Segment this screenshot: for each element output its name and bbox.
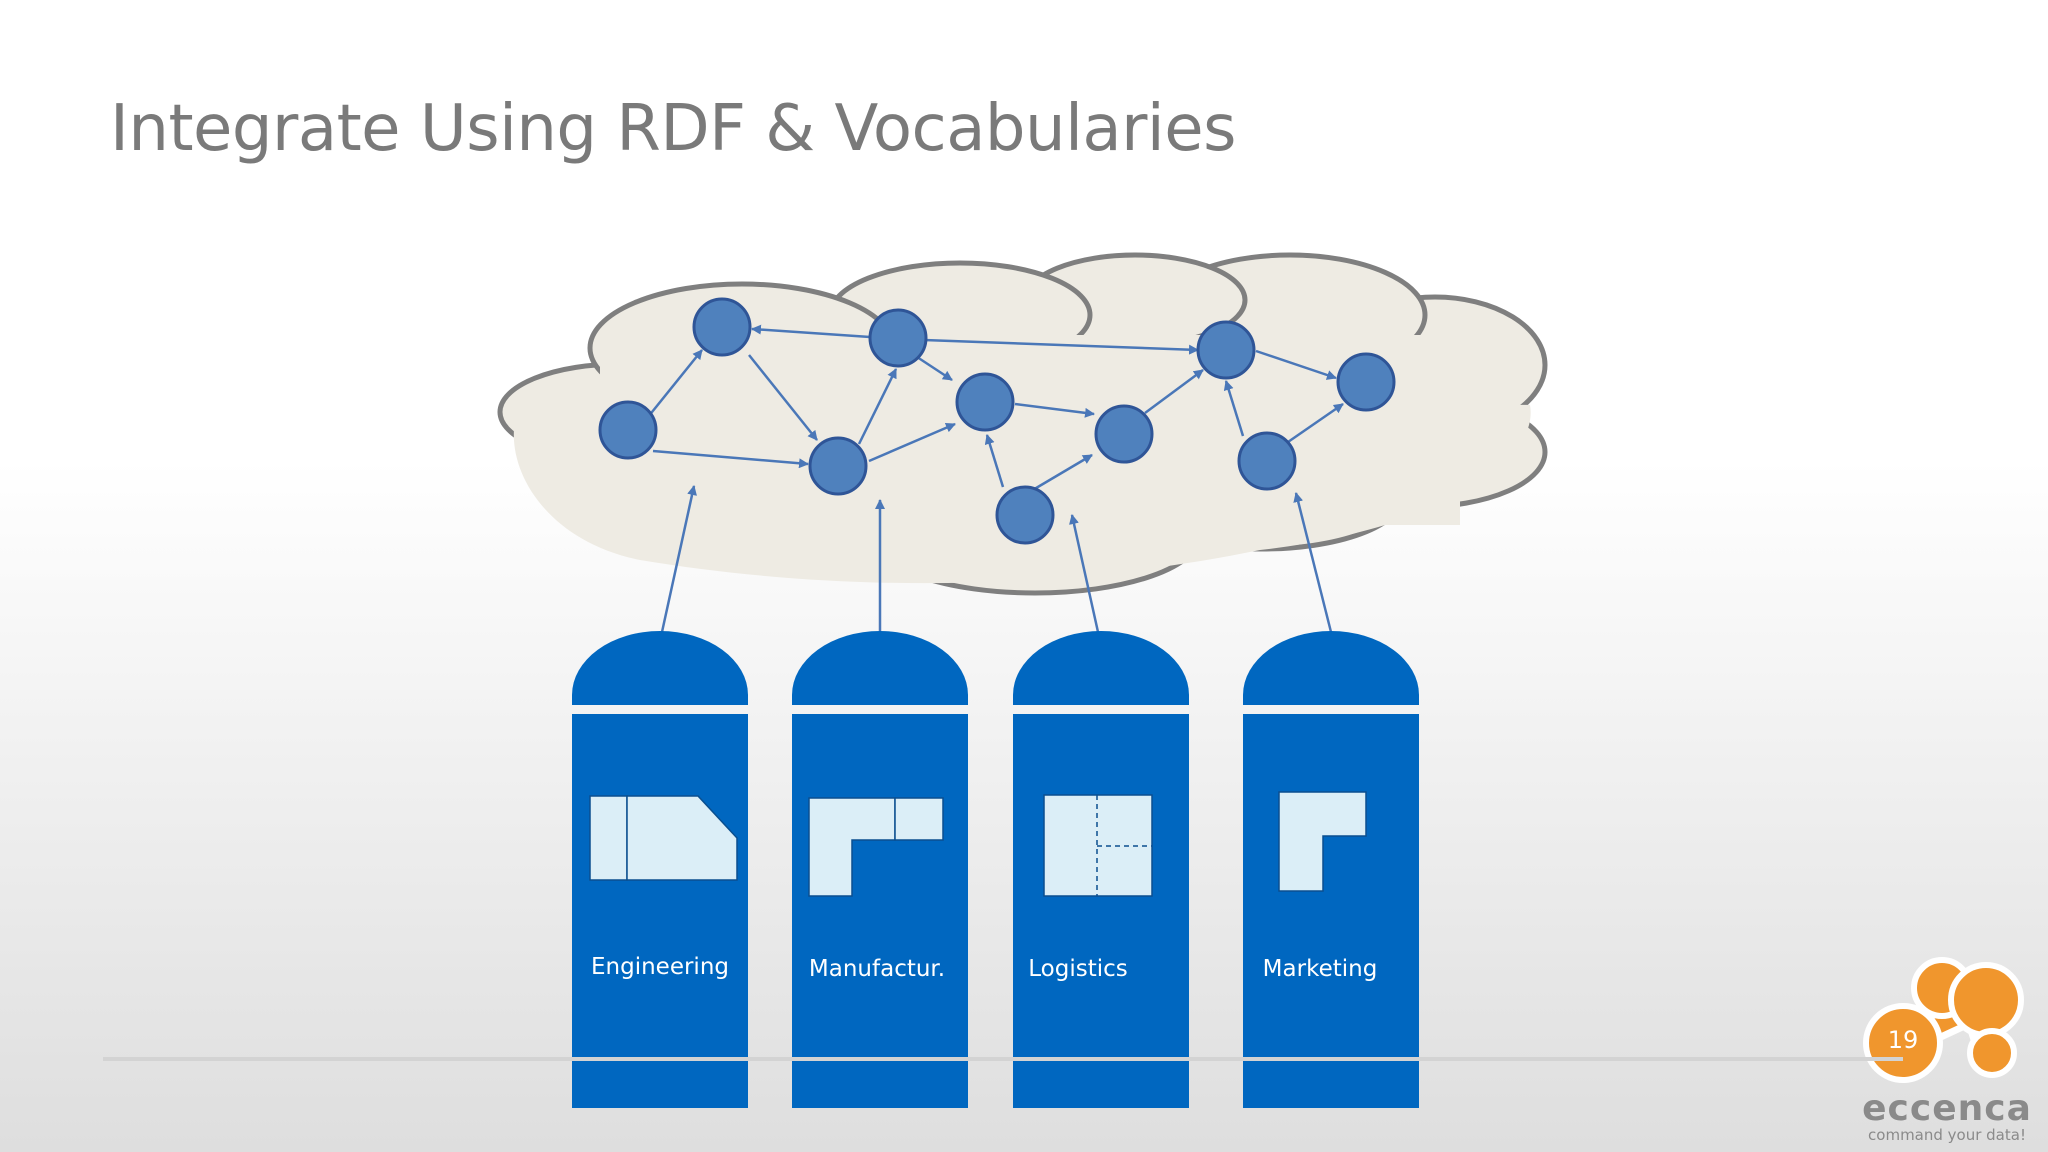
source-label-marketing: Marketing [1262,956,1378,982]
source-label-logistics: Logistics [1028,956,1128,982]
footer-divider [103,1057,1903,1061]
source-label-manufacturing: Manufactur. [808,956,946,982]
graph-node [868,308,928,368]
graph-node [955,372,1015,432]
graph-edges [647,324,1344,496]
manufacturing-schema-icon [808,797,944,897]
engineering-schema-icon [589,795,738,881]
graph-node [995,485,1055,545]
graph-node [692,297,752,357]
eccenca-logo-icon [1863,957,2024,1083]
brand-tagline: command your data! [1868,1126,2026,1144]
source-label-engineering: Engineering [591,954,729,980]
brand-name: eccenca [1862,1088,2032,1129]
database-manufacturing [792,631,968,1108]
source-databases [572,631,1419,1108]
marketing-schema-icon [1278,791,1367,892]
graph-node [1336,352,1396,412]
graph-nodes [598,297,1396,545]
graph-node [1237,431,1297,491]
graph-node [1094,404,1154,464]
graph-node [808,436,868,496]
logistics-schema-icon [1043,794,1153,897]
database-engineering [572,631,748,1108]
graph-node [598,400,658,460]
source-arrows [660,485,1333,633]
database-marketing [1243,631,1419,1108]
graph-node [1196,320,1256,380]
slide-title: Integrate Using RDF & Vocabularies [110,92,1236,166]
page-number: 19 [1887,1026,1919,1054]
database-logistics [1013,631,1189,1108]
